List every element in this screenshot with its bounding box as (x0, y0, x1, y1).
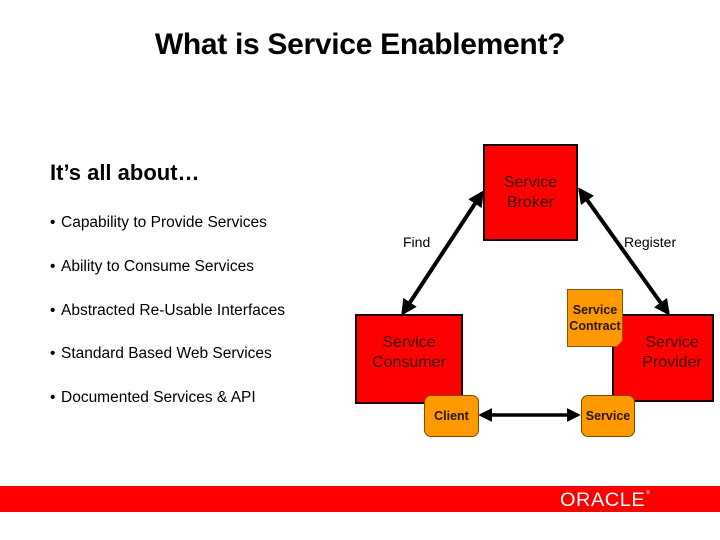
service-consumer-line2: Consumer (372, 354, 446, 371)
service-endpoint-box: Service (581, 395, 635, 437)
find-arrow (401, 190, 484, 316)
client-label: Client (434, 409, 469, 423)
service-contract-line1: Service (572, 303, 618, 317)
bullet-icon: • (50, 258, 56, 275)
bullet-icon: • (50, 389, 56, 406)
find-label: Find (403, 234, 431, 250)
oracle-logo: ORACLE® (560, 490, 651, 512)
bullet-item: • Standard Based Web Services (50, 345, 272, 363)
trademark-icon: ® (646, 490, 651, 496)
service-endpoint-label: Service (585, 409, 631, 423)
service-broker-box: Service Broker (483, 144, 578, 241)
service-contract-document: Service Contract (567, 289, 623, 347)
register-arrow (578, 187, 670, 316)
service-broker-line2: Broker (506, 193, 555, 211)
bullet-text: Capability to Provide Services (61, 214, 267, 231)
service-broker-line1: Service (503, 173, 558, 191)
slide-title: What is Service Enablement? (154, 28, 566, 61)
bullet-text: Abstracted Re-Usable Interfaces (61, 302, 285, 319)
bullet-icon: • (50, 214, 56, 231)
footer-bar (0, 486, 720, 512)
bullet-icon: • (50, 302, 56, 319)
oracle-logo-text: ORACLE (560, 490, 646, 511)
bullet-item: • Ability to Consume Services (50, 258, 254, 276)
bullet-item: • Documented Services & API (50, 389, 256, 407)
bullet-text: Ability to Consume Services (61, 258, 254, 275)
client-box: Client (424, 395, 479, 437)
bullet-item: • Abstracted Re-Usable Interfaces (50, 302, 285, 320)
register-label: Register (624, 234, 677, 250)
service-provider-line2: Provider (642, 354, 702, 371)
service-contract-line2: Contract (569, 319, 621, 333)
bullet-text: Standard Based Web Services (61, 345, 272, 362)
service-consumer-box: Service Consumer (355, 314, 463, 404)
service-provider-line1: Service (645, 334, 699, 351)
service-provider-box: Service Provider (612, 314, 714, 402)
bullet-icon: • (50, 345, 56, 362)
intro-heading: It’s all about… (50, 160, 200, 185)
bullet-text: Documented Services & API (61, 389, 256, 406)
bullet-item: • Capability to Provide Services (50, 214, 267, 232)
service-consumer-line1: Service (382, 334, 436, 351)
